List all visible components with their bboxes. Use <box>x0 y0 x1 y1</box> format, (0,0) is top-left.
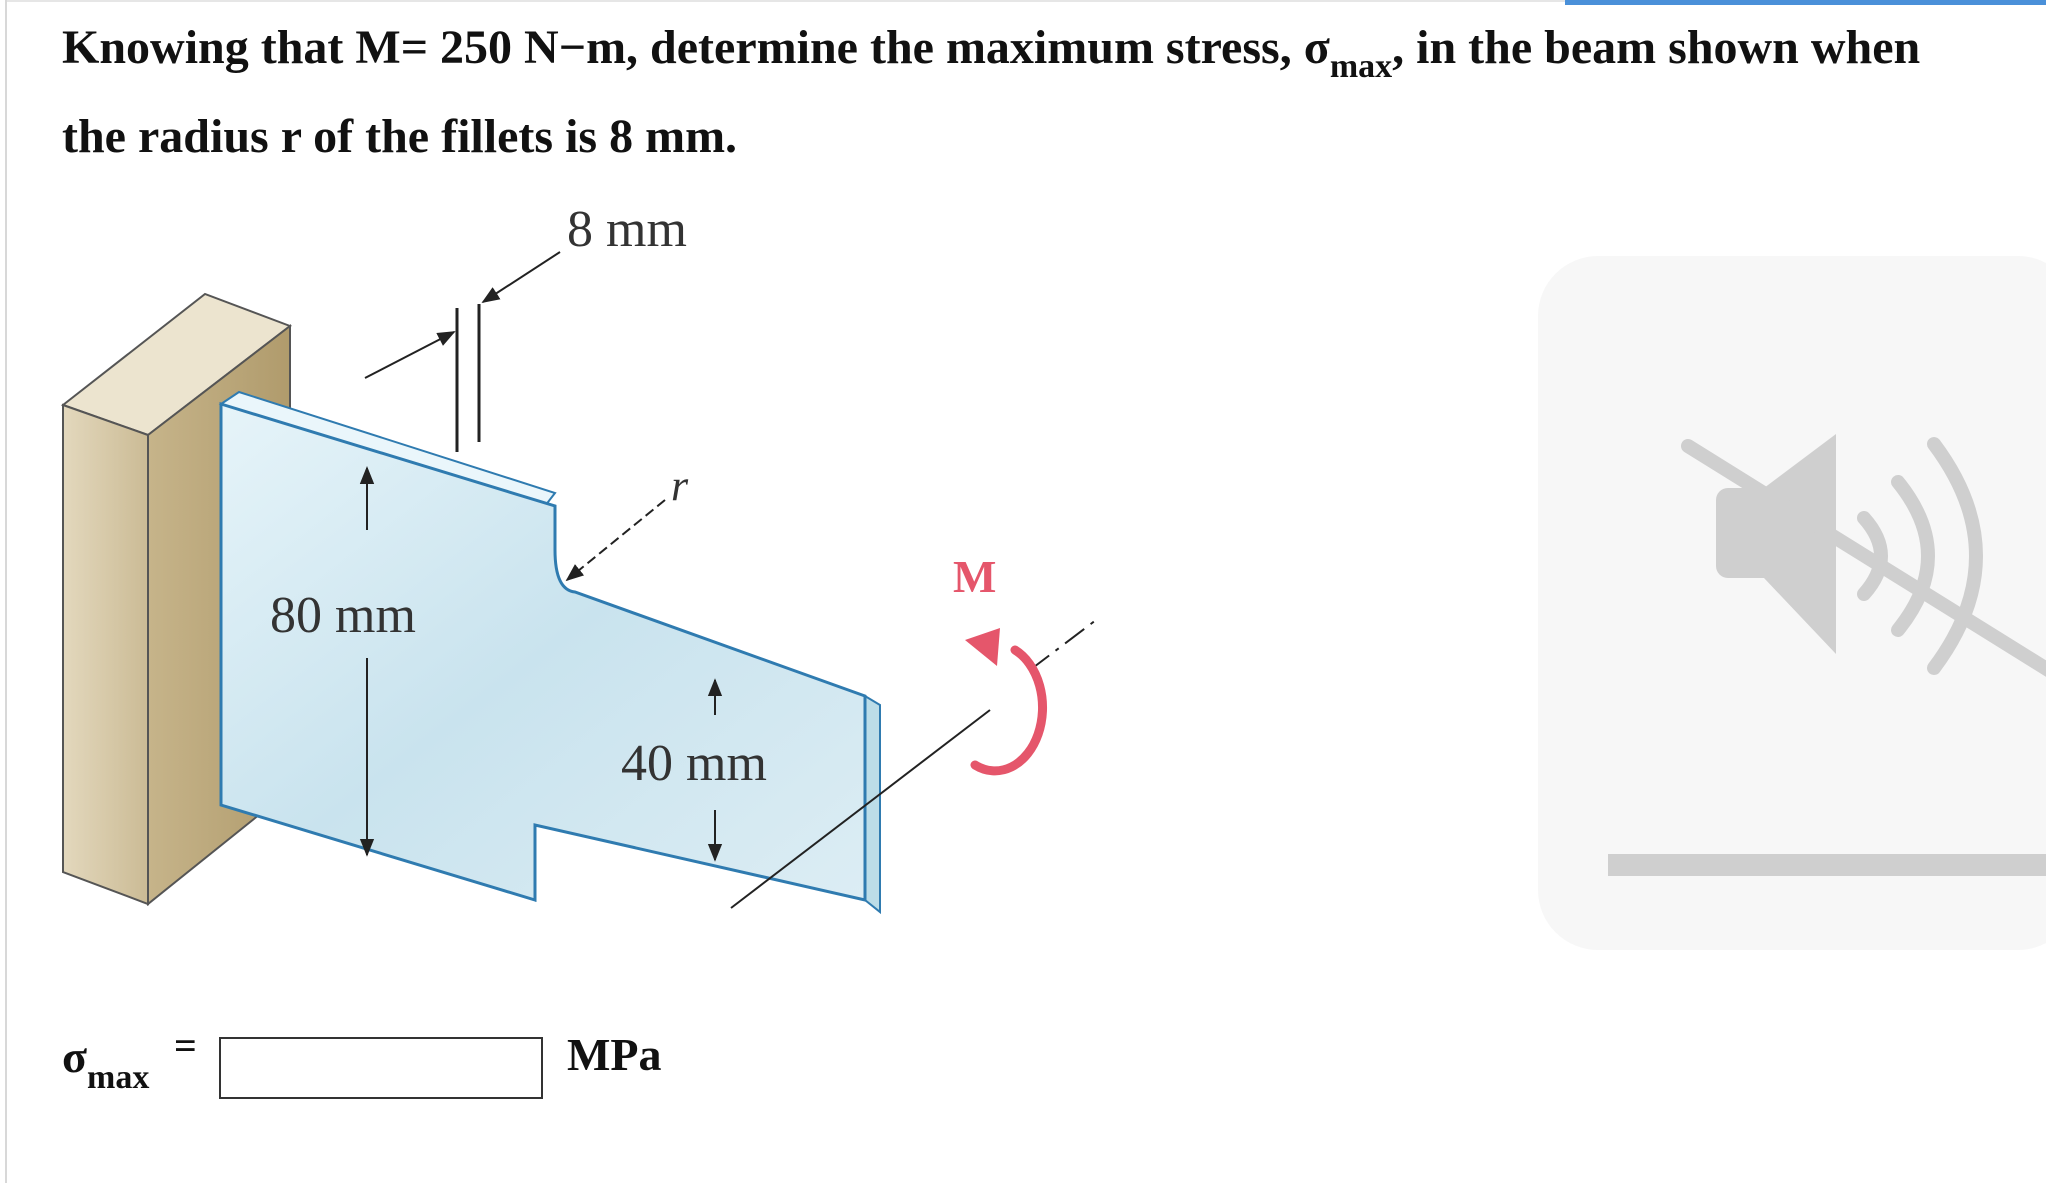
accent-bar <box>1565 0 2046 5</box>
answer-equals-sign: = <box>174 1023 197 1068</box>
beam-figure: 8 mm 80 mm 40 mm r M <box>60 210 1095 915</box>
volume-muted-icon[interactable] <box>1538 256 2046 950</box>
dimension-height-small-label: 40 mm <box>621 735 767 792</box>
dimension-height-large-label: 80 mm <box>270 587 416 644</box>
moment-axis <box>730 619 1095 909</box>
fillet-radius-label: r <box>671 461 689 510</box>
dimension-height-small: 40 mm <box>621 678 767 862</box>
media-progress-track[interactable] <box>1608 854 2046 876</box>
media-player-panel[interactable] <box>1538 256 2046 950</box>
answer-sigma-symbol: σ <box>62 1031 88 1082</box>
wall-front-face <box>62 403 149 906</box>
answer-unit: MPa <box>567 1029 662 1080</box>
frame-left-border <box>5 0 7 1183</box>
moment-label: M <box>953 551 996 602</box>
dimension-thickness: 8 mm <box>364 210 687 452</box>
dimension-thickness-label: 8 mm <box>567 210 687 258</box>
question-sigma-subscript: max <box>1329 48 1393 85</box>
answer-label: σmax <box>62 1030 149 1096</box>
question-text: Knowing that M= 250 N−m, determine the m… <box>62 6 1992 179</box>
question-text-before: Knowing that M= 250 N−m, determine the m… <box>62 21 1330 74</box>
moment-arc <box>970 645 1048 776</box>
beam-front-face <box>219 401 867 903</box>
answer-input[interactable] <box>219 1037 543 1099</box>
fillet-radius-leader: r <box>565 461 689 582</box>
beam-edges <box>218 390 881 915</box>
question-text-after: , in the beam shown when the radius r of… <box>62 21 1921 163</box>
dimension-height-large: 80 mm <box>270 466 416 857</box>
frame-top-border <box>7 0 2046 2</box>
moment-arrowhead <box>965 628 1000 666</box>
moment-arrow: M <box>953 551 1048 776</box>
answer-sigma-subscript: max <box>87 1059 150 1096</box>
